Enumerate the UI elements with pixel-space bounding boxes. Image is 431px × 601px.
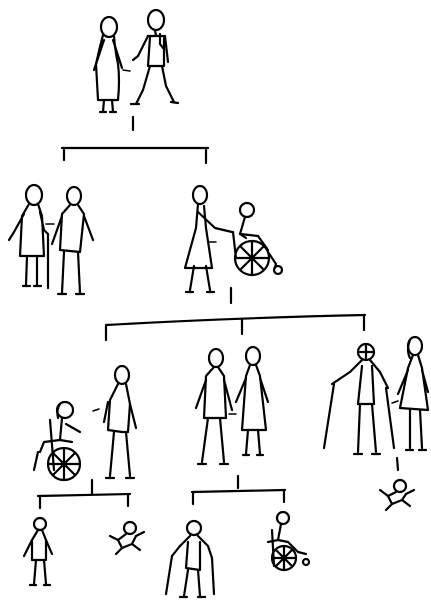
man-figure-icon bbox=[131, 10, 178, 104]
man-figure-icon bbox=[104, 366, 136, 478]
baby-icon bbox=[380, 480, 414, 510]
sibling-bar bbox=[106, 315, 365, 325]
woman-pushing-wheelchair-icon bbox=[185, 186, 232, 292]
child-in-wheelchair-icon bbox=[268, 512, 309, 570]
couple-link bbox=[123, 70, 130, 71]
woman-figure-icon bbox=[236, 347, 268, 455]
man-in-wheelchair-icon bbox=[233, 203, 282, 275]
woman-figure-icon bbox=[398, 337, 428, 450]
woman-figure-icon bbox=[94, 17, 122, 112]
couple-link bbox=[392, 401, 398, 403]
descent-line bbox=[397, 458, 398, 470]
child-with-crutches-icon bbox=[166, 521, 214, 597]
man-figure-icon bbox=[52, 187, 93, 294]
woman-with-cane-icon bbox=[9, 185, 48, 288]
man-with-crutches-icon bbox=[324, 344, 394, 454]
child-figure-icon bbox=[24, 518, 52, 585]
sibling-bar bbox=[38, 494, 130, 496]
sibling-bar bbox=[192, 490, 285, 492]
couple-link bbox=[93, 409, 99, 411]
baby-icon bbox=[110, 522, 144, 554]
woman-in-wheelchair-icon bbox=[34, 402, 80, 480]
man-figure-icon bbox=[196, 349, 232, 464]
